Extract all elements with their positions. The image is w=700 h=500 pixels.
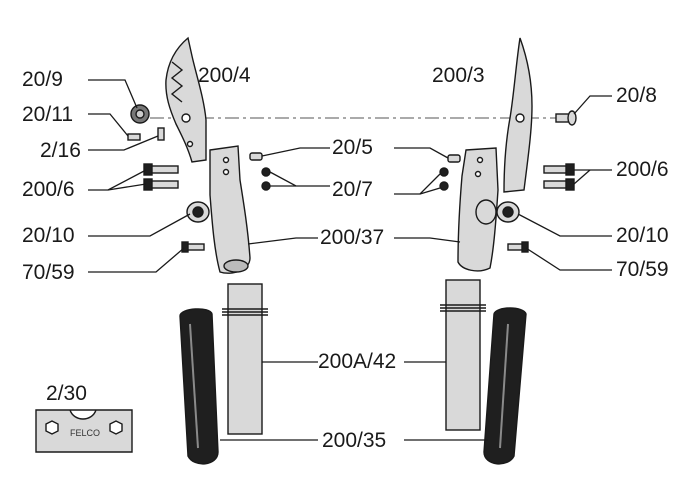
left-tube — [222, 283, 268, 435]
left-bolts-200-6 — [143, 163, 179, 191]
label-200-37: 200/37 — [320, 226, 384, 249]
right-bushing-20-5 — [447, 154, 461, 163]
right-nuts-20-7 — [439, 167, 449, 191]
label-20-7: 20/7 — [332, 178, 373, 201]
left-screw-70-59 — [181, 241, 205, 253]
label-200-3: 200/3 — [432, 64, 485, 87]
label-20-10-left: 20/10 — [22, 224, 75, 247]
label-20-9: 20/9 — [22, 68, 63, 91]
label-2-30: 2/30 — [46, 382, 87, 405]
right-blade — [503, 37, 533, 193]
wrench-tool: FELCO — [35, 409, 133, 453]
right-buffer-20-10 — [496, 201, 520, 223]
left-buffer-20-10 — [186, 201, 210, 223]
right-grip — [483, 307, 527, 465]
right-screw-70-59 — [507, 241, 529, 253]
right-handle — [457, 147, 499, 272]
label-70-59-left: 70/59 — [22, 261, 75, 284]
label-20-5: 20/5 — [332, 136, 373, 159]
leader-lines — [88, 79, 612, 441]
label-200-4: 200/4 — [198, 64, 251, 87]
right-bolt-20-8 — [555, 110, 577, 126]
left-blade — [165, 36, 207, 163]
label-200-6-left: 200/6 — [22, 178, 75, 201]
label-2-16: 2/16 — [40, 139, 81, 162]
label-200-6-right: 200/6 — [616, 158, 669, 181]
left-pin — [157, 127, 165, 141]
left-handle — [209, 145, 251, 274]
part-labels: 20/9 20/11 2/16 200/6 20/10 70/59 200/4 … — [22, 64, 669, 452]
right-bolts-200-6 — [543, 163, 575, 191]
label-200a-42: 200A/42 — [318, 350, 396, 373]
label-20-8: 20/8 — [616, 84, 657, 107]
left-small-screw — [127, 133, 141, 141]
left-grip — [179, 308, 219, 465]
right-tube — [440, 279, 486, 431]
left-spring-washer — [130, 104, 150, 124]
label-200-35: 200/35 — [322, 429, 386, 452]
label-20-10-right: 20/10 — [616, 224, 669, 247]
wrench-brand-text: FELCO — [70, 428, 100, 438]
left-bushing-20-5 — [249, 152, 263, 161]
label-20-11: 20/11 — [22, 103, 73, 126]
label-70-59-right: 70/59 — [616, 258, 669, 281]
left-nuts-20-7 — [261, 167, 271, 191]
